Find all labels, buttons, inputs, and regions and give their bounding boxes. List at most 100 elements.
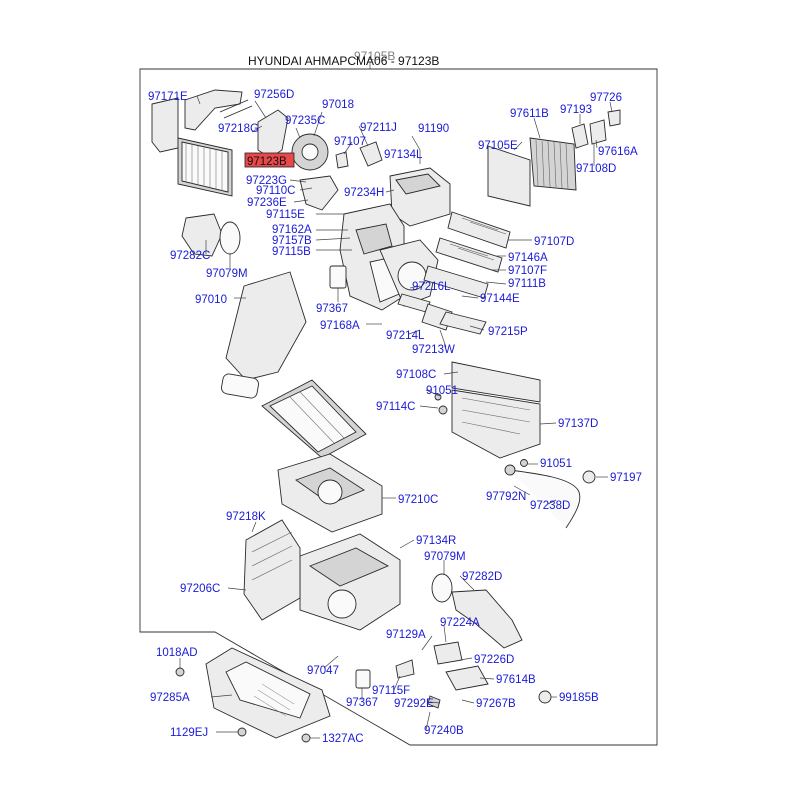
diagram-ref-number: 97105B	[354, 49, 396, 63]
seal-ring-b-part	[431, 573, 453, 603]
callout-97367[interactable]: 97367	[316, 303, 348, 315]
callout-97282c[interactable]: 97282C	[170, 250, 210, 262]
pipe-part	[219, 99, 253, 119]
callout-97123b[interactable]: 97123B	[247, 156, 287, 168]
callout-97111b[interactable]: 97111B	[508, 278, 546, 290]
callout-97107f[interactable]: 97107F	[508, 265, 547, 277]
callout-97614b[interactable]: 97614B	[496, 674, 536, 686]
callout-97726[interactable]: 97726	[590, 92, 622, 104]
callout-97218g[interactable]: 97218G	[218, 123, 259, 135]
callout-97216l[interactable]: 97216L	[412, 281, 451, 293]
callout-97223g[interactable]: 97223G	[246, 175, 287, 187]
bracket-part	[151, 97, 179, 153]
callout-97214l[interactable]: 97214L	[386, 330, 425, 342]
callout-97226d[interactable]: 97226D	[474, 654, 514, 666]
callout-99185b[interactable]: 99185B	[559, 692, 599, 704]
callout-97215p[interactable]: 97215P	[488, 326, 528, 338]
callout-97114c[interactable]: 97114C	[376, 401, 415, 413]
callout-97129a[interactable]: 97129A	[386, 629, 426, 641]
callout-97171e[interactable]: 97171E	[148, 91, 188, 103]
diagram-frame	[139, 68, 658, 746]
clip-part	[335, 151, 349, 169]
drain-hose-part	[509, 469, 581, 529]
filter-cover-part	[487, 145, 531, 207]
callout-97010[interactable]: 97010	[195, 294, 227, 306]
callout-97210c[interactable]: 97210C	[398, 494, 438, 506]
callout-97079m2[interactable]: 97079M	[424, 551, 466, 563]
callout-97107[interactable]: 97107	[334, 136, 366, 148]
callout-97235c[interactable]: 97235C	[285, 115, 325, 127]
screw-part	[520, 459, 528, 467]
callout-97137d[interactable]: 97137D	[558, 418, 598, 430]
callout-97108d[interactable]: 97108D	[576, 163, 616, 175]
bolt-b-part	[175, 667, 185, 677]
actuator-part	[445, 665, 489, 691]
callout-97134l[interactable]: 97134L	[384, 149, 423, 161]
callout-97079m[interactable]: 97079M	[206, 268, 248, 280]
callout-91051a[interactable]: 91051	[426, 385, 458, 397]
callout-97110c[interactable]: 97110C	[256, 185, 295, 197]
callout-1129ej[interactable]: 1129EJ	[170, 727, 208, 739]
callout-97611b[interactable]: 97611B	[510, 108, 549, 120]
callout-97115f[interactable]: 97115F	[372, 685, 410, 697]
callout-97144e[interactable]: 97144E	[480, 293, 520, 305]
callout-1327ac[interactable]: 1327AC	[322, 733, 364, 745]
callout-97105e[interactable]: 97105E	[478, 140, 518, 152]
intake-duct-part	[181, 213, 223, 257]
callout-97018[interactable]: 97018	[322, 99, 354, 111]
door-plate-a-part	[447, 211, 511, 249]
callout-97616a[interactable]: 97616A	[598, 146, 638, 158]
callout-97236e[interactable]: 97236E	[247, 197, 287, 209]
callout-97292e[interactable]: 97292E	[394, 698, 434, 710]
door-plate-b-part	[435, 237, 503, 273]
callout-97157b[interactable]: 97157B	[272, 235, 312, 247]
callout-97234h[interactable]: 97234H	[344, 187, 384, 199]
hose-clip-part	[504, 464, 516, 476]
callout-91190[interactable]: 91190	[418, 123, 449, 135]
callout-97285a[interactable]: 97285A	[150, 692, 190, 704]
callout-1018ad[interactable]: 1018AD	[156, 647, 198, 659]
callout-91051b[interactable]: 91051	[540, 458, 572, 470]
screw-c-part	[301, 733, 311, 743]
floor-duct-part	[451, 589, 523, 649]
callout-97224a[interactable]: 97224A	[440, 617, 480, 629]
grommet-c-part	[538, 690, 552, 704]
callout-97367b[interactable]: 97367	[346, 697, 378, 709]
gasket-b-part	[355, 669, 371, 689]
screw-b-part	[427, 695, 441, 709]
callout-97206c[interactable]: 97206C	[180, 583, 220, 595]
door-plate-c-part	[423, 265, 489, 299]
callout-97108c[interactable]: 97108C	[396, 369, 436, 381]
callout-97238d[interactable]: 97238D	[530, 500, 570, 512]
callout-97168a[interactable]: 97168A	[320, 320, 360, 332]
callout-97282d[interactable]: 97282D	[462, 571, 502, 583]
callout-97115b[interactable]: 97115B	[272, 246, 311, 258]
callout-97146a[interactable]: 97146A	[508, 252, 548, 264]
callout-97162a[interactable]: 97162A	[272, 224, 312, 236]
callout-97134r[interactable]: 97134R	[416, 535, 456, 547]
air-duct-part	[225, 271, 307, 381]
callout-97213w[interactable]: 97213W	[412, 344, 455, 356]
callout-97256d[interactable]: 97256D	[254, 89, 294, 101]
actuator-bracket-part	[433, 641, 463, 665]
callout-97193[interactable]: 97193	[560, 104, 592, 116]
callout-97792n[interactable]: 97792N	[486, 491, 526, 503]
callout-97211j[interactable]: 97211J	[360, 122, 397, 134]
evaporator-core-part	[177, 137, 233, 197]
callout-97047[interactable]: 97047	[307, 665, 339, 677]
callout-97218k[interactable]: 97218K	[226, 511, 266, 523]
callout-97267b[interactable]: 97267B	[476, 698, 516, 710]
callout-97115e[interactable]: 97115E	[266, 209, 305, 221]
callout-97197[interactable]: 97197	[610, 472, 642, 484]
mode-actuator-bracket-part	[257, 109, 289, 159]
lever-part	[359, 141, 383, 167]
lower-duct-part	[451, 361, 541, 403]
callout-97107d[interactable]: 97107D	[534, 236, 574, 248]
callout-97240b[interactable]: 97240B	[424, 725, 464, 737]
callout-labels: 97171E 97256D 97018 97218G 97235C 97211J 91190…	[148, 89, 642, 745]
nut-part	[438, 405, 448, 415]
temp-door-part	[439, 311, 487, 335]
pipe-bracket-part	[184, 89, 243, 131]
